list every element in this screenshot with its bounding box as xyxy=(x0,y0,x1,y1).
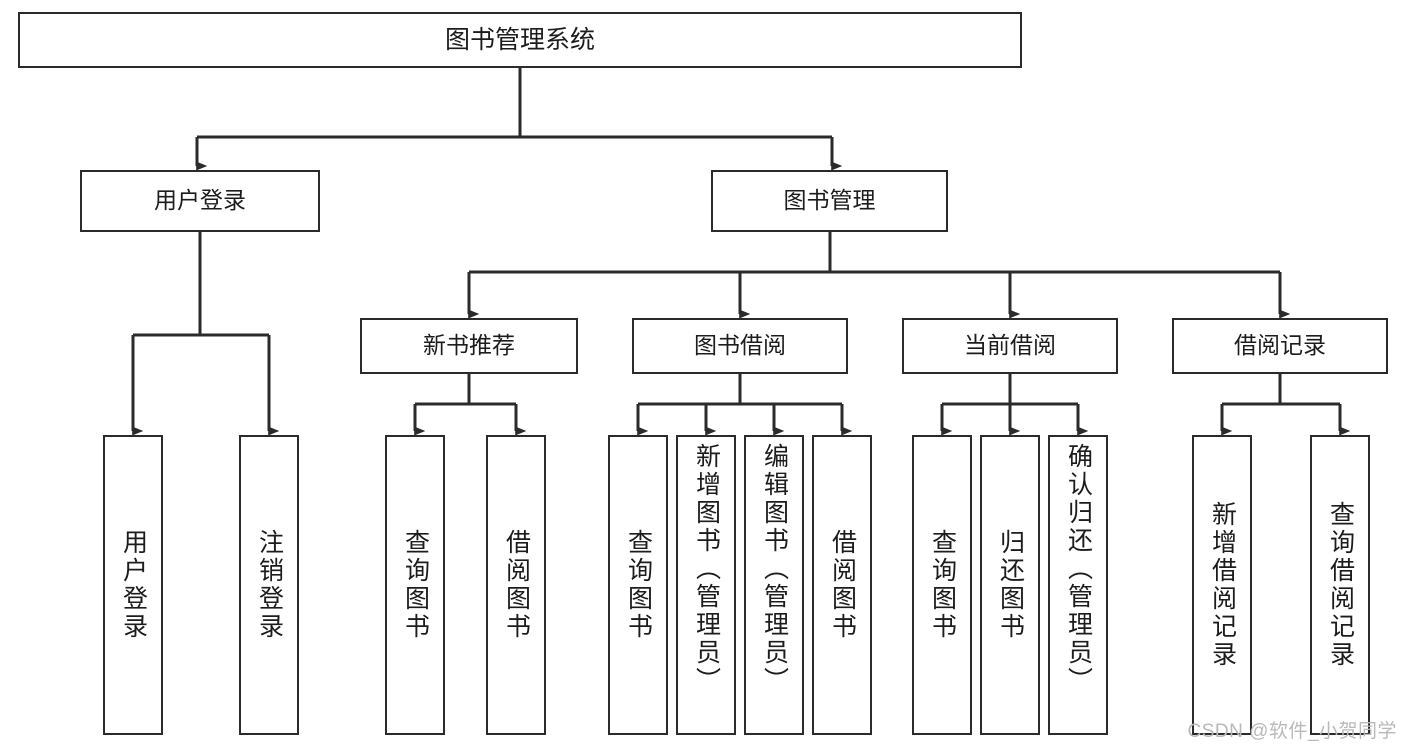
connector-arrows-book-borrow xyxy=(636,404,853,436)
connector-group-borrow-record xyxy=(1222,374,1340,406)
node-leaf-add-record[interactable]: 新增借阅记录 xyxy=(1192,435,1252,735)
connector-arrows-level3 xyxy=(467,272,1291,319)
node-current-borrow-label: 当前借阅 xyxy=(964,332,1056,359)
connector-group-root xyxy=(197,68,832,139)
node-leaf-return-book[interactable]: 归还图书 xyxy=(980,435,1040,735)
node-leaf-add-record-label: 新增借阅记录 xyxy=(1208,501,1237,669)
node-leaf-query-book-1-label: 查询图书 xyxy=(401,529,430,641)
node-leaf-edit-book-label: 编辑图书（管理员） xyxy=(760,443,789,695)
node-leaf-query-book-1[interactable]: 查询图书 xyxy=(385,435,445,735)
connector-group-book-borrow xyxy=(638,374,842,406)
node-leaf-query-book-2-label: 查询图书 xyxy=(624,529,653,641)
connector-arrows-current-borrow xyxy=(940,404,1089,436)
node-leaf-query-book-3[interactable]: 查询图书 xyxy=(912,435,972,735)
node-leaf-add-book[interactable]: 新增图书（管理员） xyxy=(676,435,736,735)
node-leaf-confirm-return-label: 确认归还（管理员） xyxy=(1064,443,1093,695)
node-new-book-recommend[interactable]: 新书推荐 xyxy=(360,318,578,374)
node-leaf-return-book-label: 归还图书 xyxy=(996,529,1025,641)
node-user-login[interactable]: 用户登录 xyxy=(80,170,320,232)
node-leaf-logout-login-label: 注销登录 xyxy=(255,529,284,641)
node-new-book-recommend-label: 新书推荐 xyxy=(423,332,515,359)
connector-arrows-user-login xyxy=(131,335,280,436)
connector-group-current-borrow xyxy=(942,374,1078,406)
connector-group-user-login xyxy=(133,232,269,337)
node-leaf-borrow-book-2[interactable]: 借阅图书 xyxy=(812,435,872,735)
node-leaf-confirm-return[interactable]: 确认归还（管理员） xyxy=(1048,435,1108,735)
node-leaf-query-book-2[interactable]: 查询图书 xyxy=(608,435,668,735)
node-leaf-query-record-label: 查询借阅记录 xyxy=(1326,501,1355,669)
connector-group-new-book-recommend xyxy=(415,374,516,406)
csdn-watermark: CSDN @软件_小贺同学 xyxy=(1187,721,1397,742)
node-user-login-label: 用户登录 xyxy=(154,187,246,214)
node-book-management[interactable]: 图书管理 xyxy=(711,170,948,232)
node-leaf-user-login-label: 用户登录 xyxy=(119,529,148,641)
node-leaf-borrow-book-2-label: 借阅图书 xyxy=(828,529,857,641)
connector-arrows-borrow-record xyxy=(1220,404,1351,436)
node-current-borrow[interactable]: 当前借阅 xyxy=(902,318,1118,374)
node-root[interactable]: 图书管理系统 xyxy=(18,12,1022,68)
connector-arrows-level2 xyxy=(195,137,843,171)
node-borrow-record-label: 借阅记录 xyxy=(1234,332,1326,359)
node-leaf-logout-login[interactable]: 注销登录 xyxy=(239,435,299,735)
connector-arrows-new-book-recommend xyxy=(413,404,527,436)
node-book-borrow-label: 图书借阅 xyxy=(694,332,786,359)
node-leaf-user-login[interactable]: 用户登录 xyxy=(103,435,163,735)
node-root-label: 图书管理系统 xyxy=(444,26,595,54)
connector-group-book-management xyxy=(469,232,1280,274)
node-leaf-add-book-label: 新增图书（管理员） xyxy=(692,443,721,695)
node-leaf-borrow-book-1[interactable]: 借阅图书 xyxy=(486,435,546,735)
node-leaf-borrow-book-1-label: 借阅图书 xyxy=(502,529,531,641)
node-leaf-edit-book[interactable]: 编辑图书（管理员） xyxy=(744,435,804,735)
node-book-borrow[interactable]: 图书借阅 xyxy=(632,318,848,374)
node-leaf-query-record[interactable]: 查询借阅记录 xyxy=(1310,435,1370,735)
node-book-management-label: 图书管理 xyxy=(783,187,876,214)
node-leaf-query-book-3-label: 查询图书 xyxy=(928,529,957,641)
node-borrow-record[interactable]: 借阅记录 xyxy=(1172,318,1388,374)
